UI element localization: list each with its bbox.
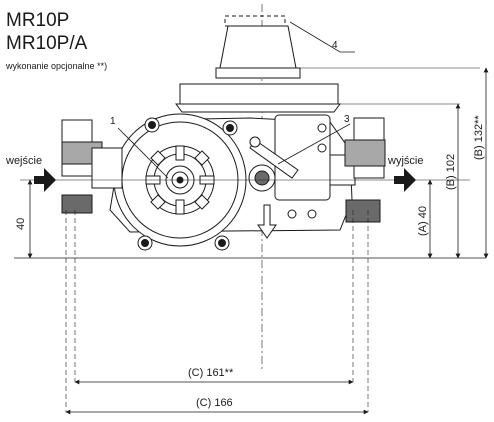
inlet-label: wejście bbox=[5, 155, 42, 167]
callout-leaders bbox=[117, 21, 355, 179]
subtitle: wykonanie opcjonalne **) bbox=[5, 61, 107, 71]
right-screws bbox=[287, 123, 327, 219]
dim-b-132: (B) 132** bbox=[473, 115, 485, 160]
dim-c-161: (C) 161** bbox=[188, 367, 234, 379]
dim-a-40: (A) 40 bbox=[417, 206, 429, 236]
outlet-fitting bbox=[344, 117, 386, 223]
callout-1: 1 bbox=[110, 116, 116, 127]
callout-4: 4 bbox=[332, 40, 338, 51]
flow-direction-arrow bbox=[257, 204, 277, 239]
inlet-fitting bbox=[61, 119, 123, 214]
outlet-label: wyjście bbox=[387, 155, 423, 167]
dim-left-40: 40 bbox=[15, 218, 27, 230]
callout-3: 3 bbox=[344, 114, 350, 125]
title-line-2: MR10P/A bbox=[6, 33, 88, 54]
dim-c-166: (C) 166 bbox=[196, 397, 233, 409]
safety-lever bbox=[248, 136, 299, 192]
extension-lines bbox=[65, 210, 369, 412]
optional-cap-outline bbox=[224, 15, 286, 27]
bonnet bbox=[175, 25, 341, 113]
dim-b-102: (B) 102 bbox=[445, 154, 457, 190]
title-line-1: MR10P bbox=[6, 10, 69, 31]
